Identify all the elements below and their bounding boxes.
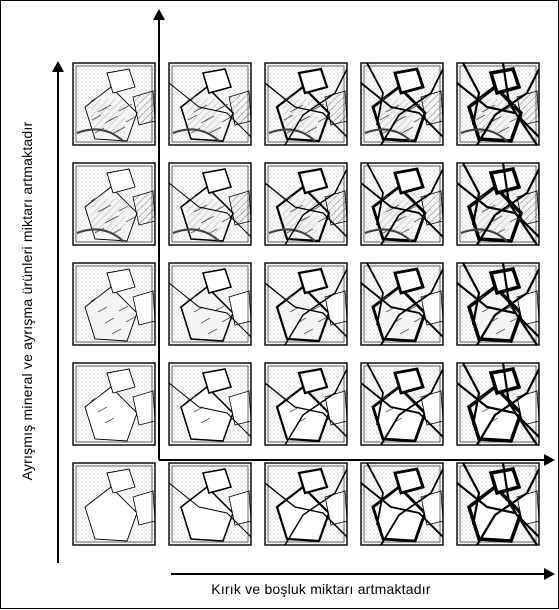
tile-grid — [73, 63, 539, 545]
rock-tile — [73, 463, 155, 545]
rock-tile — [361, 163, 443, 245]
rock-tile — [361, 263, 443, 345]
rock-tile — [169, 463, 251, 545]
rock-tile — [457, 463, 539, 545]
rock-tile — [73, 163, 155, 245]
rock-tile — [169, 163, 251, 245]
rock-tile — [361, 63, 443, 145]
rock-tile — [457, 63, 539, 145]
rock-tile — [265, 463, 347, 545]
rock-tile — [73, 263, 155, 345]
rock-tile — [361, 363, 443, 445]
rock-tile — [265, 163, 347, 245]
rock-tile — [73, 363, 155, 445]
rock-tile — [169, 63, 251, 145]
rock-tile — [457, 163, 539, 245]
rock-tile — [457, 363, 539, 445]
rock-tile — [169, 363, 251, 445]
rock-tile — [265, 63, 347, 145]
rock-tile — [457, 263, 539, 345]
rock-tile — [361, 463, 443, 545]
y-axis-label: Ayrışmış mineral ve ayrışma ürünleri mik… — [19, 101, 35, 501]
rock-tile — [73, 63, 155, 145]
x-axis-label: Kırık ve boşluk miktarı artmaktadır — [151, 581, 491, 597]
rock-tile — [265, 363, 347, 445]
rock-tile — [265, 263, 347, 345]
rock-tile — [169, 263, 251, 345]
